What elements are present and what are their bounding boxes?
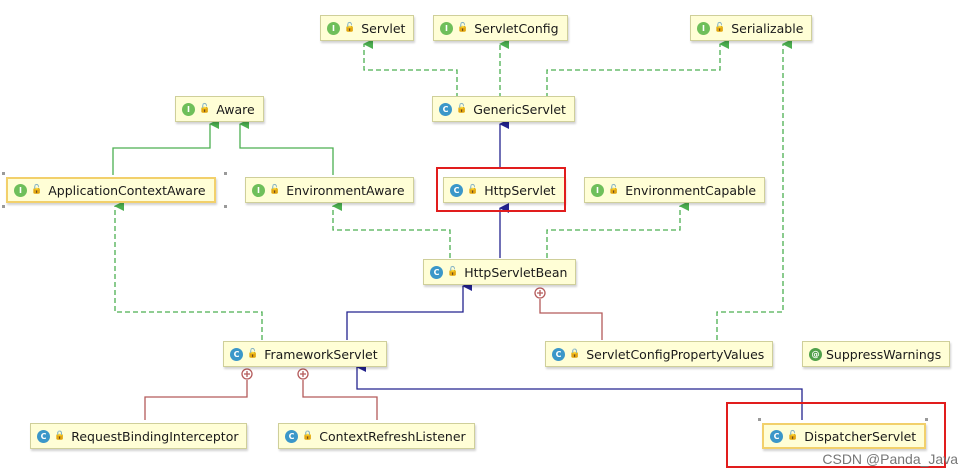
node-requestbindinginterceptor[interactable]: C 🔒 RequestBindingInterceptor bbox=[30, 423, 248, 449]
class-icon: C bbox=[37, 429, 50, 443]
inner-marker-frameworkservlet-right bbox=[297, 368, 309, 380]
interface-icon: I bbox=[252, 183, 265, 197]
edge-frameworkservlet-applicationcontextaware bbox=[114, 201, 263, 340]
node-label: DispatcherServlet bbox=[804, 428, 917, 444]
edge-servletconfigpropertyvalues-serializable bbox=[716, 39, 792, 340]
selection-handle bbox=[2, 205, 5, 208]
selection-handle bbox=[758, 418, 761, 421]
node-aware[interactable]: I 🔓 Aware bbox=[175, 96, 264, 122]
edge-frameworkservlet-httpservletbean bbox=[346, 281, 472, 340]
public-icon: 🔓 bbox=[608, 185, 620, 195]
edge-applicationcontextaware-aware bbox=[112, 119, 219, 175]
node-dispatcherservlet[interactable]: C 🔓 DispatcherServlet bbox=[762, 423, 927, 449]
node-label: GenericServlet bbox=[473, 101, 566, 117]
edge-environmentaware-aware bbox=[239, 119, 334, 175]
interface-icon: I bbox=[327, 21, 340, 35]
public-icon: 🔓 bbox=[31, 185, 43, 195]
node-label: ServletConfigPropertyValues bbox=[586, 346, 765, 362]
highlight-box-dispatcherservlet bbox=[726, 402, 946, 468]
private-lock-icon: 🔒 bbox=[302, 431, 314, 441]
node-label: HttpServletBean bbox=[464, 264, 568, 280]
abstract-class-icon: C bbox=[430, 265, 443, 279]
highlight-box-httpservlet bbox=[436, 167, 566, 212]
class-icon: C bbox=[770, 429, 783, 443]
node-serializable[interactable]: I 🔓 Serializable bbox=[690, 15, 813, 41]
node-genericservlet[interactable]: C 🔓 GenericServlet bbox=[432, 96, 575, 122]
node-label: ServletConfig bbox=[474, 20, 559, 36]
selection-handle bbox=[224, 205, 227, 208]
edge-genericservlet-serializable bbox=[546, 39, 729, 98]
interface-icon: I bbox=[440, 21, 453, 35]
node-suppresswarnings[interactable]: @ SuppressWarnings bbox=[802, 341, 951, 367]
node-servletconfigpropertyvalues[interactable]: C 🔒 ServletConfigPropertyValues bbox=[545, 341, 774, 367]
edge-genericservlet-servlet bbox=[363, 39, 458, 98]
public-icon: 🔓 bbox=[714, 23, 726, 33]
class-icon: C bbox=[552, 347, 565, 361]
node-label: FrameworkServlet bbox=[264, 346, 378, 362]
node-httpservletbean[interactable]: C 🔓 HttpServletBean bbox=[423, 259, 577, 285]
inner-marker-frameworkservlet-left bbox=[241, 368, 253, 380]
edge-dispatcherservlet-frameworkservlet bbox=[356, 362, 803, 420]
public-icon: 🔓 bbox=[344, 23, 356, 33]
selection-handle bbox=[224, 172, 227, 175]
public-icon: 🔓 bbox=[457, 23, 469, 33]
edge-contextrefreshlistener-frameworkservlet bbox=[302, 380, 378, 420]
watermark: CSDN @Panda_Java bbox=[822, 451, 958, 467]
extends-edges bbox=[346, 119, 803, 420]
node-label: Aware bbox=[216, 101, 255, 117]
implements-edges bbox=[114, 39, 792, 340]
abstract-class-icon: C bbox=[230, 347, 243, 361]
node-label: EnvironmentAware bbox=[286, 182, 405, 198]
node-label: SuppressWarnings bbox=[826, 346, 942, 362]
interface-icon: I bbox=[14, 183, 27, 197]
node-label: EnvironmentCapable bbox=[625, 182, 757, 198]
public-icon: 🔓 bbox=[467, 185, 479, 195]
private-lock-icon: 🔒 bbox=[569, 349, 581, 359]
edge-httpservletbean-environmentaware bbox=[332, 201, 451, 258]
public-icon: 🔓 bbox=[456, 104, 468, 114]
interface-icon: I bbox=[591, 183, 604, 197]
node-applicationcontextaware[interactable]: I 🔓 ApplicationContextAware bbox=[6, 177, 216, 203]
node-servletconfig[interactable]: I 🔓 ServletConfig bbox=[433, 15, 568, 41]
node-label: HttpServlet bbox=[484, 182, 556, 198]
public-icon: 🔓 bbox=[447, 267, 459, 277]
public-icon: 🔓 bbox=[787, 431, 799, 441]
selection-handle bbox=[925, 418, 928, 421]
abstract-class-icon: C bbox=[450, 183, 463, 197]
edge-servletconfigpropertyvalues-httpservletbean bbox=[539, 299, 603, 340]
node-contextrefreshlistener[interactable]: C 🔒 ContextRefreshListener bbox=[278, 423, 475, 449]
interface-icon: I bbox=[182, 102, 195, 116]
edge-httpservletbean-environmentcapable bbox=[546, 201, 689, 258]
public-icon: 🔓 bbox=[247, 349, 259, 359]
node-frameworkservlet[interactable]: C 🔓 FrameworkServlet bbox=[223, 341, 387, 367]
selection-handle bbox=[2, 172, 5, 175]
abstract-class-icon: C bbox=[439, 102, 452, 116]
interface-extends-edges bbox=[112, 119, 334, 175]
node-label: ContextRefreshListener bbox=[319, 428, 466, 444]
inner-marker-httpservletbean bbox=[534, 287, 546, 299]
private-lock-icon: 🔒 bbox=[54, 431, 66, 441]
edge-requestbindinginterceptor-frameworkservlet bbox=[144, 380, 248, 420]
annotation-icon: @ bbox=[809, 347, 822, 361]
node-label: RequestBindingInterceptor bbox=[71, 428, 239, 444]
node-servlet[interactable]: I 🔓 Servlet bbox=[320, 15, 415, 41]
node-label: Servlet bbox=[361, 20, 406, 36]
node-environmentcapable[interactable]: I 🔓 EnvironmentCapable bbox=[584, 177, 766, 203]
interface-icon: I bbox=[697, 21, 710, 35]
node-environmentaware[interactable]: I 🔓 EnvironmentAware bbox=[245, 177, 414, 203]
class-icon: C bbox=[285, 429, 298, 443]
public-icon: 🔓 bbox=[199, 104, 211, 114]
node-httpservlet[interactable]: C 🔓 HttpServlet bbox=[443, 177, 565, 203]
node-label: ApplicationContextAware bbox=[48, 182, 206, 198]
node-label: Serializable bbox=[731, 20, 804, 36]
inner-class-edges bbox=[144, 287, 603, 420]
public-icon: 🔓 bbox=[269, 185, 281, 195]
